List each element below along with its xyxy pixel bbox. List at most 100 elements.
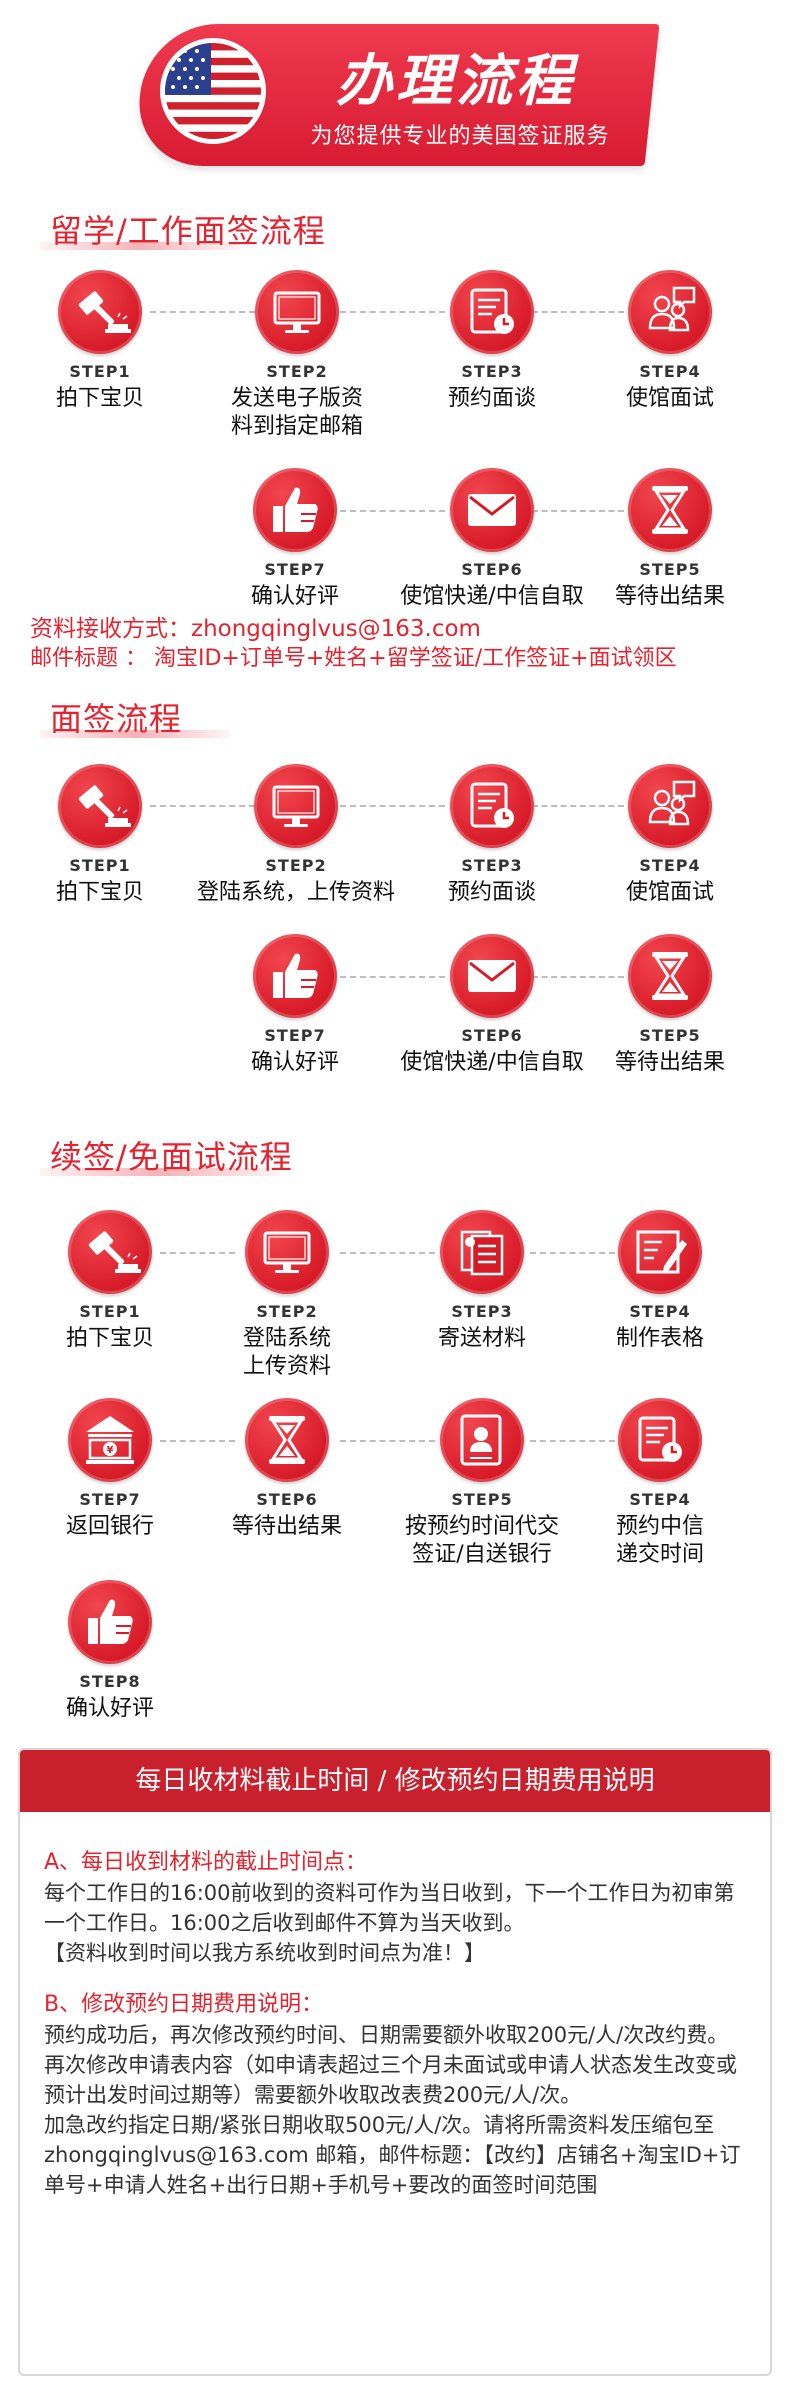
calendar-clock-icon xyxy=(450,764,534,848)
step-number: STEP2 xyxy=(266,362,328,381)
hourglass-icon xyxy=(245,1398,329,1482)
monitor-icon xyxy=(255,270,339,354)
step-number: STEP4 xyxy=(629,1302,691,1321)
step-label: 拍下宝贝 xyxy=(55,386,144,411)
mail-address-line: 资料接收方式：zhongqinglvus@163.com xyxy=(30,616,481,642)
step-item: STEP7 确认好评 xyxy=(200,934,390,1077)
step-number: STEP2 xyxy=(265,856,327,875)
step-label: 寄送材料 xyxy=(437,1326,526,1351)
step-label: 预约中信递交时间 xyxy=(615,1514,704,1567)
documents-icon xyxy=(440,1210,524,1294)
step-item: STEP5 按预约时间代交签证/自送银行 xyxy=(387,1398,577,1569)
step-number: STEP5 xyxy=(451,1490,513,1509)
step-item: STEP2 登陆系统，上传资料 xyxy=(180,764,412,907)
step-label: 拍下宝贝 xyxy=(65,1326,154,1351)
step-item: STEP3 预约面谈 xyxy=(397,270,587,413)
notice-header: 每日收材料截止时间 / 修改预约日期费用说明 xyxy=(20,1750,770,1812)
step-number: STEP4 xyxy=(639,362,701,381)
step-item: STEP5 等待出结果 xyxy=(575,468,765,611)
banner-subtitle: 为您提供专业的美国签证服务 xyxy=(310,124,610,149)
step-label: 按预约时间代交签证/自送银行 xyxy=(404,1514,559,1567)
step-item: STEP2 发送电子版资料到指定邮箱 xyxy=(202,270,392,441)
notice-section-a-text: 每个工作日的16:00前收到的资料可作为当日收到，下一个工作日为初审第一个工作日… xyxy=(44,1881,735,1935)
step-number: STEP5 xyxy=(639,560,701,579)
step-connector xyxy=(340,805,445,807)
us-flag-icon xyxy=(160,38,266,144)
step-number: STEP6 xyxy=(256,1490,318,1509)
step-item: STEP4 预约中信递交时间 xyxy=(565,1398,755,1569)
hourglass-icon xyxy=(628,468,712,552)
section-underline xyxy=(40,242,240,250)
section-title-renewal: 续签/免面试流程 xyxy=(50,1138,293,1176)
step-item: STEP5 等待出结果 xyxy=(575,934,765,1077)
gavel-icon xyxy=(58,764,142,848)
step-item: STEP6 使馆快递/中信自取 xyxy=(397,468,587,611)
step-connector xyxy=(532,510,624,512)
monitor-icon xyxy=(254,764,338,848)
step-number: STEP1 xyxy=(69,856,131,875)
step-label: 登陆系统，上传资料 xyxy=(196,880,395,905)
envelope-icon xyxy=(450,934,534,1018)
step-connector xyxy=(530,1440,615,1442)
step-item: STEP1 拍下宝贝 xyxy=(15,1210,205,1353)
step-number: STEP7 xyxy=(79,1490,141,1509)
step-number: STEP7 xyxy=(264,560,326,579)
step-connector xyxy=(340,976,445,978)
step-label: 等待出结果 xyxy=(231,1514,342,1539)
step-number: STEP4 xyxy=(629,1490,691,1509)
step-connector xyxy=(340,311,445,313)
notice-section-b-urgent: 加急改约指定日期/紧张日期收取500元/人/次。请将所需资料发压缩包至 zhon… xyxy=(44,2113,741,2197)
step-label: 等待出结果 xyxy=(614,1050,725,1075)
gavel-icon xyxy=(68,1210,152,1294)
step-item: STEP1 拍下宝贝 xyxy=(5,270,195,413)
step-item: STEP7 返回银行 xyxy=(15,1398,205,1541)
notice-section-a-note: 【资料收到时间以我方系统收到时间点为准！】 xyxy=(44,1941,485,1965)
step-item: STEP6 等待出结果 xyxy=(192,1398,382,1541)
gavel-icon xyxy=(58,270,142,354)
step-connector xyxy=(340,510,445,512)
thumbs-up-icon xyxy=(68,1580,152,1664)
step-number: STEP1 xyxy=(69,362,131,381)
step-number: STEP3 xyxy=(451,1302,513,1321)
envelope-icon xyxy=(450,468,534,552)
step-connector xyxy=(340,1440,435,1442)
step-label: 使馆面试 xyxy=(625,386,714,411)
step-item: STEP8 确认好评 xyxy=(15,1580,205,1723)
step-number: STEP6 xyxy=(461,1026,523,1045)
step-connector xyxy=(160,1440,235,1442)
step-connector xyxy=(340,1252,435,1254)
step-item: STEP7 确认好评 xyxy=(200,468,390,611)
step-label: 使馆面试 xyxy=(625,880,714,905)
step-label: 制作表格 xyxy=(615,1326,704,1351)
step-item: STEP2 登陆系统上传资料 xyxy=(192,1210,382,1381)
step-number: STEP8 xyxy=(79,1672,141,1691)
step-number: STEP2 xyxy=(256,1302,318,1321)
step-item: STEP1 拍下宝贝 xyxy=(5,764,195,907)
notice-box: 每日收材料截止时间 / 修改预约日期费用说明 A、每日收到材料的截止时间点： 每… xyxy=(18,1748,772,2376)
form-edit-icon xyxy=(618,1210,702,1294)
notice-section-b-title: B、修改预约日期费用说明： xyxy=(44,1992,324,2017)
step-connector xyxy=(530,1252,615,1254)
step-label: 等待出结果 xyxy=(614,584,725,609)
step-label: 预约面谈 xyxy=(447,386,536,411)
step-label: 发送电子版资料到指定邮箱 xyxy=(230,386,363,439)
step-label: 确认好评 xyxy=(250,1050,339,1075)
step-label: 返回银行 xyxy=(65,1514,154,1539)
hourglass-icon xyxy=(628,934,712,1018)
mail-subject-line: 邮件标题 ： 淘宝ID+订单号+姓名+留学签证/工作签证+面试领区 xyxy=(30,646,677,671)
step-connector xyxy=(532,311,624,313)
step-number: STEP1 xyxy=(79,1302,141,1321)
step-item: STEP4 使馆面试 xyxy=(575,270,765,413)
thumbs-up-icon xyxy=(253,934,337,1018)
banner-title: 办理流程 xyxy=(336,49,576,114)
section-title-study-work: 留学/工作面签流程 xyxy=(50,212,326,250)
step-number: STEP5 xyxy=(639,1026,701,1045)
section-title-interview: 面签流程 xyxy=(50,700,183,738)
step-number: STEP3 xyxy=(461,856,523,875)
step-label: 登陆系统上传资料 xyxy=(242,1326,331,1379)
step-number: STEP4 xyxy=(639,856,701,875)
step-connector xyxy=(532,805,624,807)
calendar-clock-icon xyxy=(618,1398,702,1482)
step-number: STEP6 xyxy=(461,560,523,579)
step-label: 使馆快递/中信自取 xyxy=(400,1050,584,1075)
